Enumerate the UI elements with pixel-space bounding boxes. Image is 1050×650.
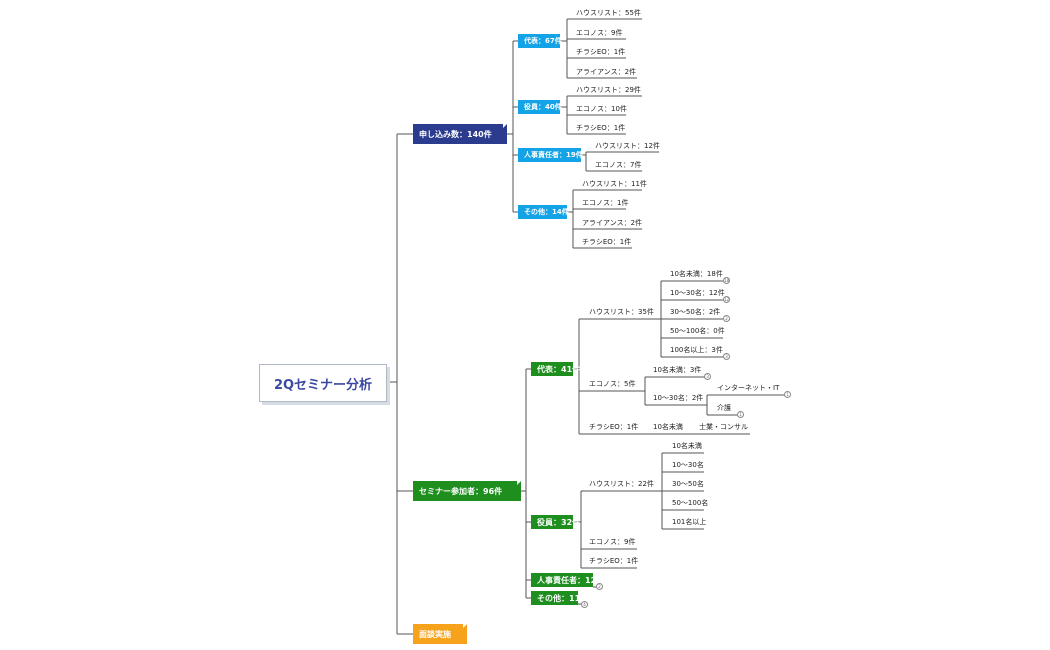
apply-group-hr[interactable]: 人事責任者：19件 [518,148,583,162]
apply-rep-leaf[interactable]: エコノス：9件 [576,29,623,37]
count-marker: 2 [596,583,603,590]
industry-leaf[interactable]: 介護 [717,404,731,412]
apply-other-leaf[interactable]: チラシEO：1件 [582,238,632,246]
apply-other-leaf[interactable]: エコノス：1件 [582,199,629,207]
apply-rep-leaf[interactable]: アライアンス：2件 [576,68,637,76]
branch-interviews-label: 面談実施 [419,629,451,639]
seminar-group-officer[interactable]: 役員：32件 [531,515,580,529]
count-marker: 18 [723,277,730,284]
officer-size-leaf[interactable]: 30〜50名 [672,480,704,488]
seminar-group-hr[interactable]: 人事責任者：12件 [531,573,604,587]
branch-interviews[interactable]: 面談実施 [413,623,468,644]
industry-leaf[interactable]: インターネット・IT [717,384,780,392]
apply-other-leaf[interactable]: ハウスリスト：11件 [582,180,647,188]
house-size-leaf[interactable]: 10〜30名：12件 [670,289,725,297]
seminar-officer-econos[interactable]: エコノス：9件 [589,538,636,546]
apply-rep-leaf[interactable]: チラシEO：1件 [576,48,626,56]
officer-size-leaf[interactable]: 101名以上 [672,518,707,526]
count-marker: 3 [704,373,711,380]
apply-group-rep[interactable]: 代表：67件 [518,34,562,48]
root-topic[interactable]: 2Qセミナー分析 [259,364,387,402]
flyer-industry-leaf[interactable]: 士業・コンサル [699,423,748,431]
apply-hr-leaf[interactable]: エコノス：7件 [595,161,642,169]
house-size-leaf[interactable]: 100名以上：3件 [670,346,723,354]
house-size-leaf[interactable]: 10名未満：18件 [670,270,723,278]
apply-other-leaf[interactable]: アライアンス：2件 [582,219,643,227]
count-marker: 2 [723,315,730,322]
apply-officer-leaf[interactable]: エコノス：10件 [576,105,627,113]
econos-size-leaf[interactable]: 10〜30名：2件 [653,394,704,402]
seminar-rep-flyer[interactable]: チラシEO：1件 [589,423,639,431]
apply-group-other[interactable]: その他：14件 [518,205,569,219]
officer-size-leaf[interactable]: 10〜30名 [672,461,704,469]
seminar-rep-house[interactable]: ハウスリスト：35件 [589,308,654,316]
officer-size-leaf[interactable]: 50〜100名 [672,499,709,507]
apply-rep-leaf[interactable]: ハウスリスト：55件 [576,9,641,17]
count-marker: 12 [723,296,730,303]
apply-officer-leaf[interactable]: チラシEO：1件 [576,124,626,132]
econos-size-leaf[interactable]: 10名未満：3件 [653,366,702,374]
count-marker: 3 [723,353,730,360]
seminar-officer-house[interactable]: ハウスリスト：22件 [589,480,654,488]
count-marker: 4 [581,601,588,608]
flyer-size-leaf[interactable]: 10名未満 [653,423,683,431]
house-size-leaf[interactable]: 30〜50名：2件 [670,308,721,316]
note-icon [463,623,468,628]
note-icon [503,123,508,128]
seminar-officer-flyer[interactable]: チラシEO：1件 [589,557,639,565]
seminar-group-rep[interactable]: 代表：41件 [531,362,580,376]
apply-officer-leaf[interactable]: ハウスリスト：29件 [576,86,641,94]
branch-applications[interactable]: 申し込み数：140件 [413,123,508,144]
apply-hr-leaf[interactable]: ハウスリスト：12件 [595,142,660,150]
branch-seminar-attendees[interactable]: セミナー参加者：96件 [413,480,522,501]
officer-size-leaf[interactable]: 10名未満 [672,442,702,450]
seminar-rep-econos[interactable]: エコノス：5件 [589,380,636,388]
branch-applications-label: 申し込み数：140件 [419,129,492,139]
count-marker: 1 [784,391,791,398]
count-marker: 1 [737,411,744,418]
house-size-leaf[interactable]: 50〜100名：0件 [670,327,725,335]
apply-group-officer[interactable]: 役員：40件 [518,100,562,114]
note-icon [517,480,522,485]
branch-seminar-label: セミナー参加者：96件 [419,486,503,496]
seminar-group-other[interactable]: その他：11件 [531,591,588,605]
